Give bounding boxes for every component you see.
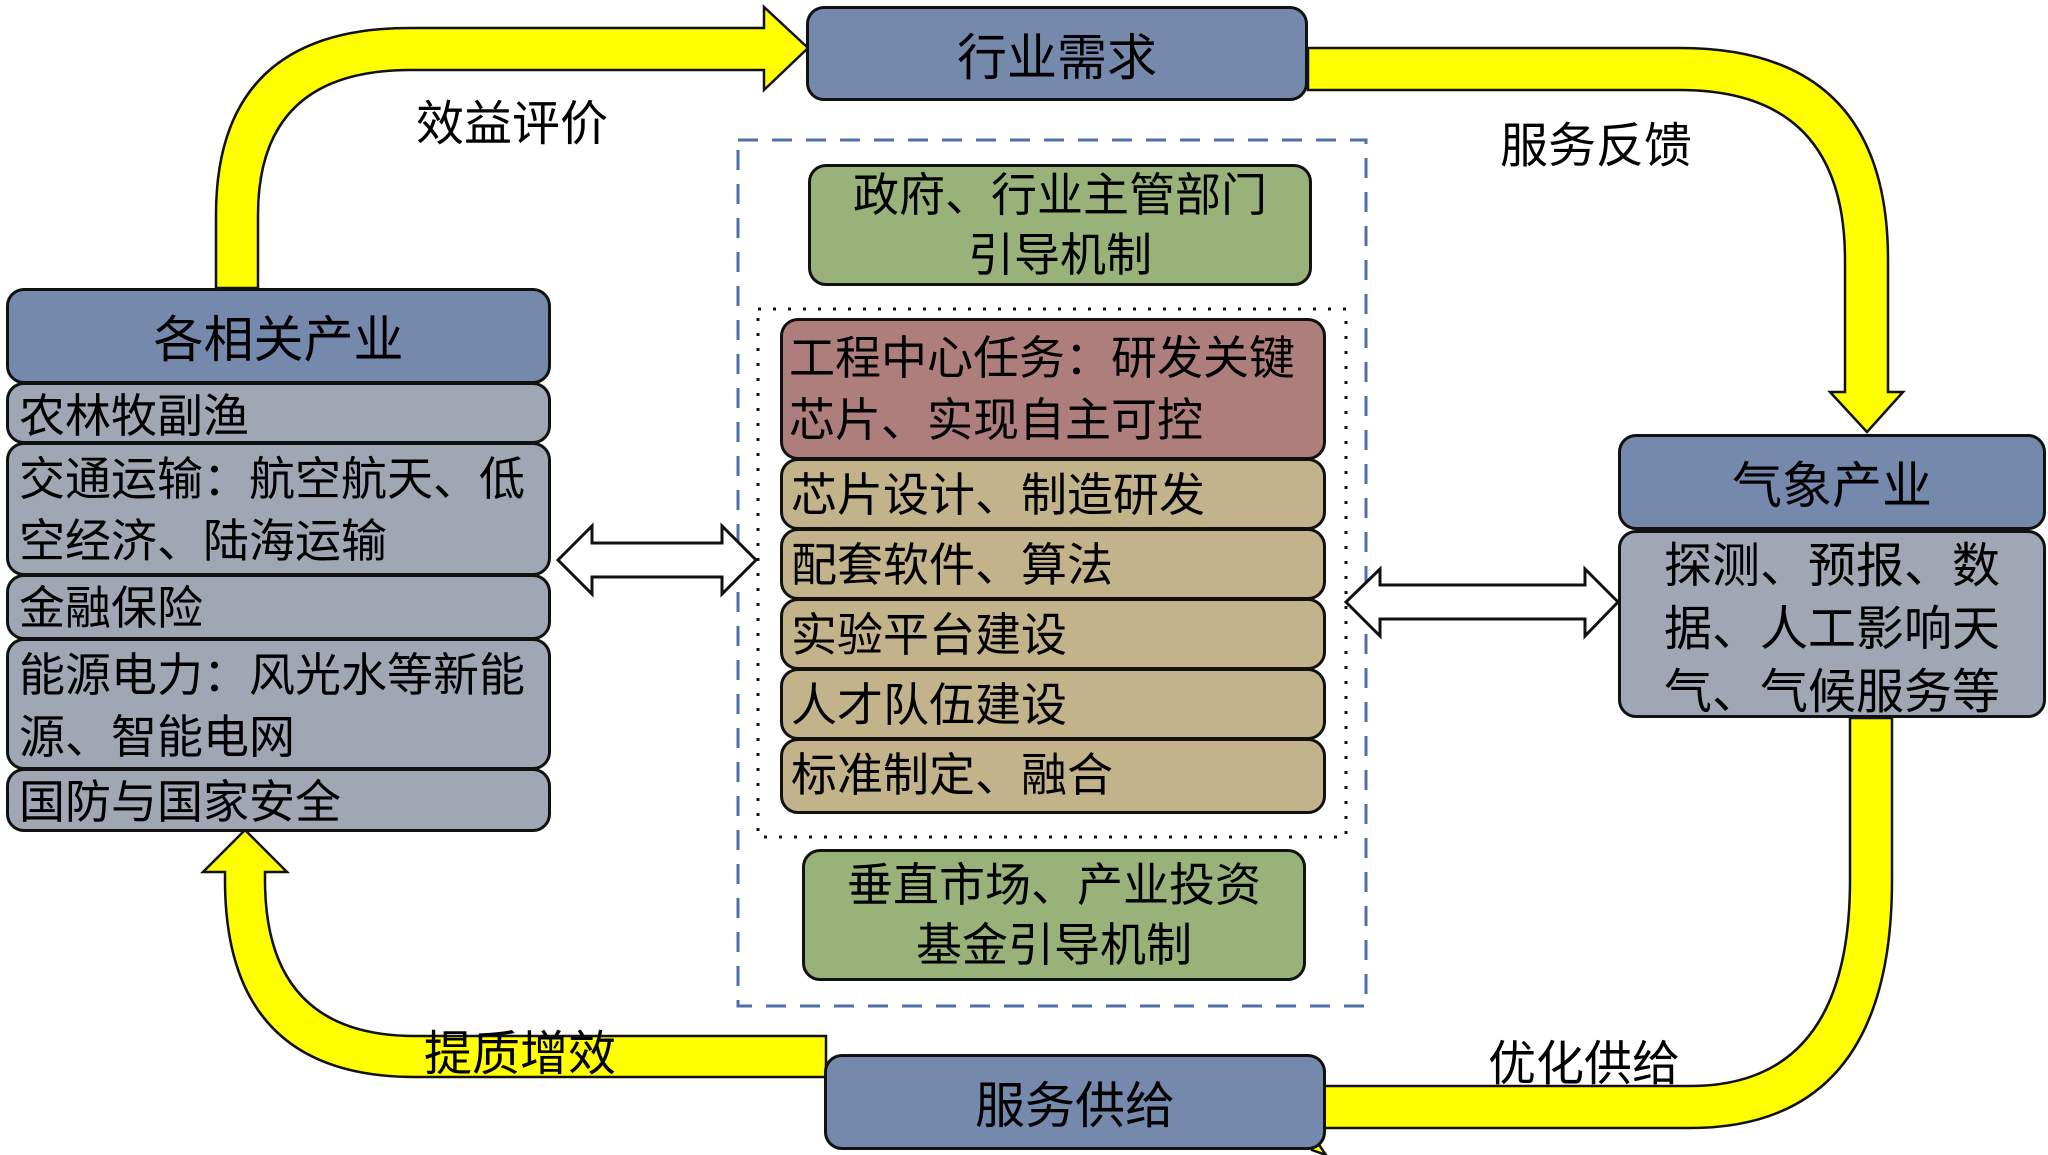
industry-item-label: 金融保险 <box>19 581 203 635</box>
task-item: 配套软件、算法 <box>780 528 1326 600</box>
flow-label-optimize-supply: 优化供给 <box>1488 1036 1681 1092</box>
industry-item-label: 能源电力：风光水等新能源、智能电网 <box>19 648 525 764</box>
task-item-label: 实验平台建设 <box>791 608 1067 662</box>
flow-arrow-top-right <box>1306 46 1906 434</box>
core-task: 工程中心任务：研发关键芯片、实现自主可控 <box>780 318 1326 460</box>
node-industry-demand-label: 行业需求 <box>957 28 1157 87</box>
node-industry-demand: 行业需求 <box>806 6 1308 101</box>
mechanism-line: 政府、行业主管部门 <box>853 168 1267 222</box>
node-meteorological-industry: 气象产业 <box>1618 434 2046 530</box>
industry-item: 能源电力：风光水等新能源、智能电网 <box>6 638 551 770</box>
bidirectional-arrow-left <box>555 522 759 598</box>
task-item-label: 芯片设计、制造研发 <box>791 468 1205 522</box>
task-item-label: 配套软件、算法 <box>791 538 1113 592</box>
industry-item-label: 农林牧副渔 <box>19 389 249 443</box>
node-related-industries-label: 各相关产业 <box>153 311 404 369</box>
meteorological-services: 探测、预报、数据、人工影响天气、气候服务等 <box>1618 530 2046 718</box>
task-item: 人才队伍建设 <box>780 668 1326 740</box>
flow-label-service-feedback: 服务反馈 <box>1500 118 1693 174</box>
mechanism-line: 基金引导机制 <box>916 918 1192 972</box>
market-investment-mechanism: 垂直市场、产业投资 基金引导机制 <box>802 849 1306 981</box>
flow-arrow-bottom-right <box>1290 716 1894 1155</box>
node-meteorological-industry-label: 气象产业 <box>1732 457 1932 515</box>
center-dotted-frame <box>756 307 1348 839</box>
task-item: 实验平台建设 <box>780 598 1326 670</box>
industry-item: 金融保险 <box>6 574 551 640</box>
flow-label-quality-efficiency: 提质增效 <box>424 1026 617 1082</box>
task-item-label: 标准制定、融合 <box>791 748 1113 802</box>
government-guidance-mechanism: 政府、行业主管部门 引导机制 <box>808 164 1312 286</box>
node-related-industries: 各相关产业 <box>6 288 551 384</box>
bidirectional-arrow-right <box>1343 565 1621 640</box>
industry-item: 国防与国家安全 <box>6 768 551 832</box>
flow-arrow-top-left <box>214 4 810 290</box>
node-service-supply-label: 服务供给 <box>975 1077 1175 1135</box>
industry-item-label: 交通运输：航空航天、低空经济、陆海运输 <box>19 452 525 568</box>
task-item: 芯片设计、制造研发 <box>780 458 1326 530</box>
flow-arrow-bottom-left <box>199 828 828 1079</box>
node-service-supply: 服务供给 <box>824 1054 1326 1150</box>
mechanism-line: 垂直市场、产业投资 <box>847 858 1261 912</box>
industry-item: 农林牧副渔 <box>6 382 551 444</box>
task-item: 标准制定、融合 <box>780 738 1326 814</box>
industry-item-label: 国防与国家安全 <box>19 775 341 829</box>
task-item-label: 人才队伍建设 <box>791 678 1067 732</box>
industry-item: 交通运输：航空航天、低空经济、陆海运输 <box>6 442 551 576</box>
flow-label-benefit-evaluation: 效益评价 <box>416 96 609 152</box>
meteorological-services-label: 探测、预报、数据、人工影响天气、气候服务等 <box>1663 538 2000 718</box>
mechanism-line: 引导机制 <box>968 228 1152 282</box>
core-task-label: 工程中心任务：研发关键芯片、实现自主可控 <box>789 331 1295 447</box>
